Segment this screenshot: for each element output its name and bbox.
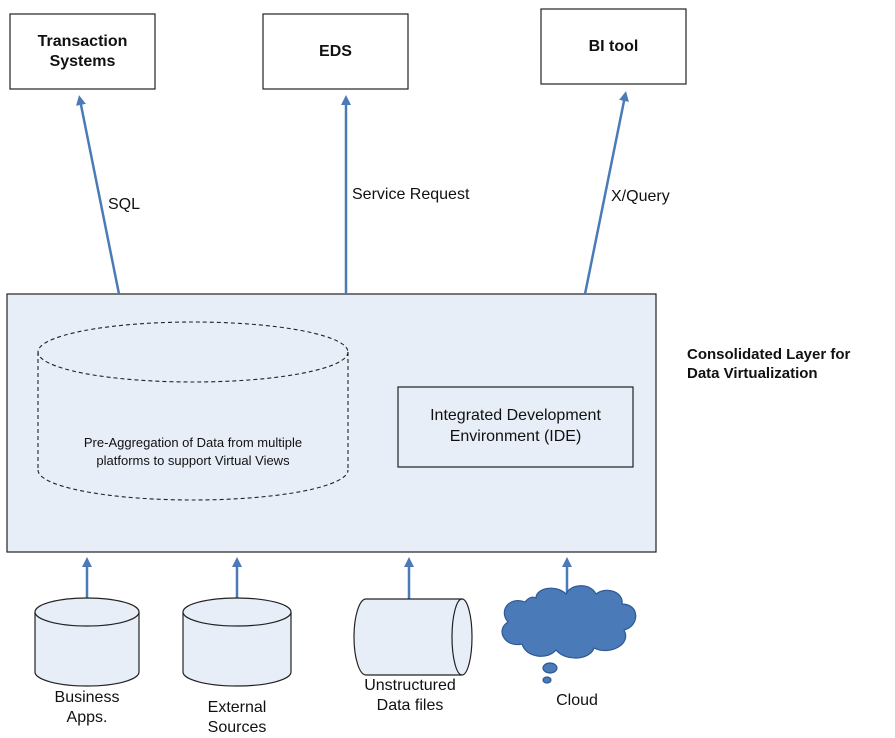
transaction-systems-line2: Systems [49,53,116,70]
ide-label: Integrated Development Environment (IDE) [398,405,633,447]
sql-arrow [76,95,121,295]
cloud-label: Cloud [556,692,598,709]
ide-line1: Integrated Development [430,407,601,424]
external-line1: External [207,699,267,716]
eds-label: EDS [319,43,352,60]
business-line2: Apps. [66,709,108,726]
external-sources-database-icon [182,597,292,687]
xquery-edge-label: X/Query [611,188,670,205]
cloud-icon [501,585,637,684]
xquery-arrow [583,91,629,295]
ide-box [397,386,634,468]
sql-edge-label: SQL [108,196,141,213]
service-request-edge-label: Service Request [352,186,470,203]
bi-tool-label: BI tool [588,38,639,55]
cylinder-line2: platforms to support Virtual Views [96,453,290,468]
bi-tool-box [540,8,687,85]
business-apps-database-icon [34,597,140,687]
ide-line2: Environment (IDE) [449,428,582,445]
transaction-systems-label: Transaction Systems [10,32,155,72]
business-line1: Business [54,689,120,706]
unstructured-data-label: Unstructured Data files [340,676,480,716]
external-sources-label: External Sources [177,698,297,738]
pre-aggregation-cylinder [37,321,349,501]
eds-box [262,13,409,90]
cylinder-line1: Pre-Aggregation of Data from multiple [83,435,303,450]
pre-aggregation-label: Pre-Aggregation of Data from multiple pl… [45,434,341,470]
business-apps-label: Business Apps. [27,688,147,728]
external-line2: Sources [207,719,267,736]
unstructured-data-files-icon [353,598,473,676]
unstructured-line2: Data files [376,697,444,714]
caption-line1: Consolidated Layer for [687,346,851,363]
caption-line2: Data Virtualization [687,365,818,382]
unstructured-line1: Unstructured [364,677,456,694]
transaction-systems-box [9,13,156,90]
consolidated-layer-caption: Consolidated Layer for Data Virtualizati… [687,345,850,383]
transaction-systems-line1: Transaction [37,33,128,50]
